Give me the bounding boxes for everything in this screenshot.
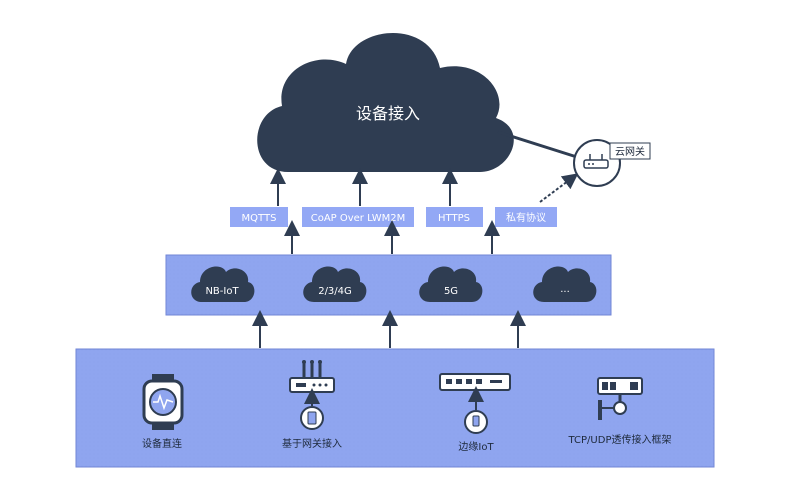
cloud-gateway: 云网关 — [573, 139, 651, 187]
gateway-router-icon — [289, 360, 335, 430]
network-cloud-5g: 5G — [419, 266, 483, 302]
network-cloud-234g: 2/3/4G — [303, 266, 367, 302]
device-access-cloud: 设备接入 — [257, 32, 514, 172]
device-label-tcpudp: TCP/UDP透传接入框架 — [568, 433, 672, 446]
svg-text:NB-IoT: NB-IoT — [205, 286, 239, 297]
gateway-up-arrow — [539, 173, 579, 203]
svg-text:5G: 5G — [444, 286, 458, 297]
svg-text:私有协议: 私有协议 — [506, 211, 546, 224]
device-label-edge: 边缘IoT — [458, 440, 494, 453]
edge-switch-icon — [439, 373, 511, 434]
svg-text:MQTTS: MQTTS — [242, 213, 277, 224]
protocol-arrows-top — [270, 168, 458, 206]
router-icon — [583, 154, 609, 169]
smartwatch-icon — [142, 374, 184, 430]
svg-text:CoAP Over LWM2M: CoAP Over LWM2M — [311, 213, 406, 224]
protocol-tag-https: HTTPS — [426, 207, 483, 227]
protocol-tag-private: 私有协议 — [495, 207, 557, 227]
svg-text:...: ... — [560, 284, 570, 295]
device-label-direct: 设备直连 — [142, 437, 182, 450]
svg-text:2/3/4G: 2/3/4G — [318, 286, 352, 297]
protocol-tag-coap: CoAP Over LWM2M — [302, 207, 414, 227]
protocol-tag-mqtts: MQTTS — [230, 207, 288, 227]
camera-icon — [597, 377, 643, 420]
gateway-link — [497, 130, 581, 160]
svg-text:HTTPS: HTTPS — [438, 213, 470, 224]
network-cloud-more: ... — [533, 266, 597, 302]
cloud-title: 设备接入 — [356, 104, 420, 123]
device-label-gateway: 基于网关接入 — [282, 437, 342, 450]
network-arrows — [284, 220, 500, 254]
gateway-label: 云网关 — [615, 145, 645, 158]
network-cloud-nbiot: NB-IoT — [191, 266, 255, 302]
device-arrows — [252, 310, 526, 348]
